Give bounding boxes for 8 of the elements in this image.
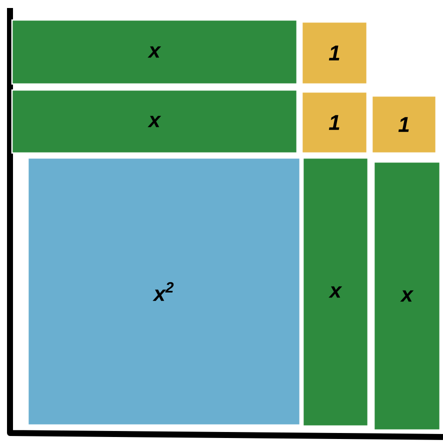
unit-tile: 1 bbox=[301, 91, 368, 154]
x-tile: x bbox=[11, 19, 298, 85]
x-squared-tile: x$^{2}$ bbox=[27, 157, 301, 426]
x-tile: x bbox=[302, 157, 369, 427]
x-tile: x bbox=[373, 161, 441, 431]
x-tile: x bbox=[11, 89, 298, 154]
unit-tile: 1 bbox=[301, 21, 368, 85]
unit-tile: 1 bbox=[371, 95, 437, 154]
